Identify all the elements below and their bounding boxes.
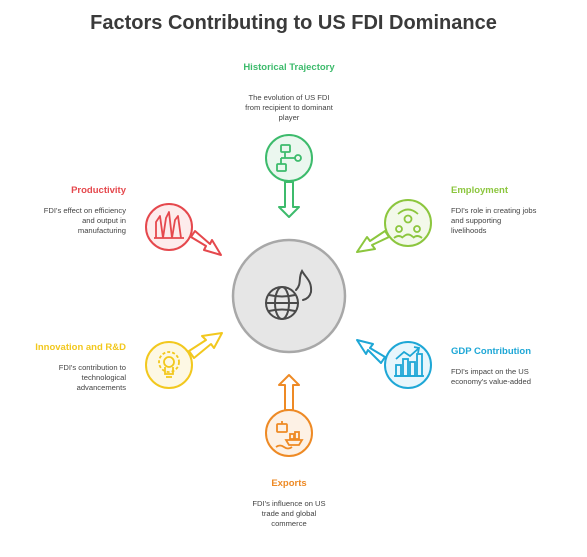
innovation-description: FDI's contribution to technological adva… — [58, 363, 126, 392]
employment-description: FDI's role in creating jobs and supporti… — [451, 206, 537, 235]
employment-label: Employment — [451, 185, 509, 196]
factor-node-employment — [356, 199, 432, 253]
factor-node-historical — [265, 134, 313, 218]
historical-description: The evolution of US FDI from recipient t… — [245, 93, 333, 122]
factor-node-innovation — [145, 332, 223, 389]
diagram-title: Factors Contributing to US FDI Dominance — [90, 12, 497, 34]
productivity-description: FDI's effect on efficiency and output in… — [43, 206, 126, 235]
gdp-label: GDP Contribution — [451, 346, 532, 357]
historical-label: Historical Trajectory — [243, 62, 335, 73]
cargo-ship-icon — [275, 421, 304, 450]
center-hub — [231, 238, 347, 354]
exports-label: Exports — [271, 478, 307, 489]
flowchart-icon — [276, 144, 302, 172]
bar-chart-growth-icon — [394, 346, 424, 377]
gdp-description: FDI's impact on the US economy's value-a… — [451, 367, 531, 386]
factory-icon — [154, 211, 184, 239]
lightbulb-gear-icon — [158, 351, 180, 378]
factor-node-productivity — [145, 203, 222, 256]
globe-with-flame-icon — [265, 268, 313, 320]
factor-node-gdp — [356, 339, 432, 389]
factor-node-exports — [265, 374, 313, 457]
innovation-label: Innovation and R&D — [35, 342, 126, 353]
productivity-label: Productivity — [71, 185, 126, 196]
people-network-icon — [393, 208, 423, 239]
exports-description: FDI's influence on US trade and global c… — [252, 499, 326, 528]
